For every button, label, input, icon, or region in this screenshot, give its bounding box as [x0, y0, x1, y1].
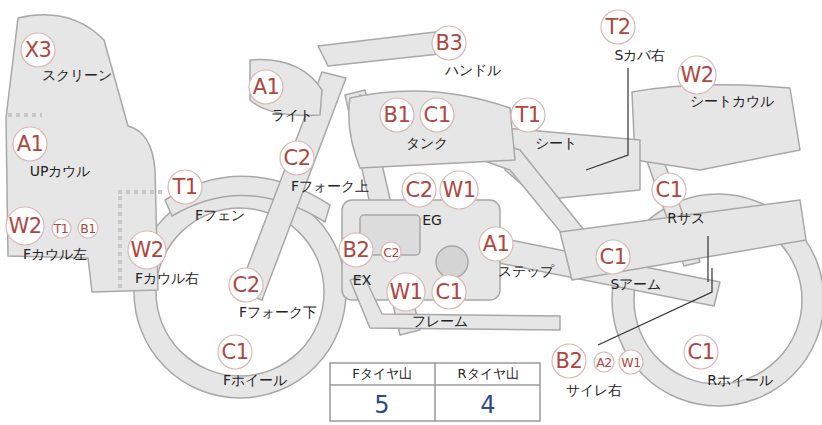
callout-circle: C2 — [228, 267, 264, 303]
callout-circle: A1 — [12, 126, 48, 162]
tire-table — [330, 363, 540, 421]
callout-circle: C1 — [217, 334, 253, 370]
callout-circle: C1 — [431, 274, 467, 310]
callout-number: B2 — [551, 343, 587, 379]
callout-circle: B1 — [379, 97, 415, 133]
callout-number: T2 — [600, 9, 636, 45]
part-name: Rホイール — [707, 372, 773, 390]
callout-number: C1 — [217, 334, 253, 370]
callout-number: C2 — [228, 267, 264, 303]
callout-circle: W1 — [386, 272, 426, 312]
part-name: Sアーム — [611, 276, 662, 294]
callout-circle: C2 — [401, 172, 437, 208]
part-name: スクリーン — [42, 67, 112, 85]
part-name: UPカウル — [30, 163, 91, 181]
part-name: シートカウル — [690, 93, 774, 111]
callout-circle: C1 — [419, 97, 455, 133]
callout-circle: W2 — [5, 206, 45, 246]
callout-number: B1 — [77, 217, 99, 239]
part-name: シート — [535, 135, 577, 153]
part-name: Rサス — [667, 210, 705, 228]
callout-circle: B2 — [338, 232, 374, 268]
callout-number: C2 — [279, 140, 315, 176]
part-name: ステップ — [498, 263, 554, 281]
callout-number: W2 — [127, 230, 167, 270]
part-name: ライト — [271, 107, 313, 125]
callout-number: C2 — [401, 172, 437, 208]
callout-circle: W1 — [618, 349, 644, 375]
callout-number: C1 — [595, 239, 631, 275]
callout-number: B2 — [338, 232, 374, 268]
callout-number: W1 — [386, 272, 426, 312]
part-name: Fカウル左 — [23, 246, 87, 264]
callout-circle: T2 — [600, 9, 636, 45]
table-cell: Fタイヤ山 — [352, 365, 411, 383]
callout-number: C1 — [431, 274, 467, 310]
callout-number: C1 — [419, 97, 455, 133]
callout-circle: T1 — [51, 218, 72, 239]
callout-number: W1 — [439, 170, 479, 210]
table-cell: 5 — [374, 391, 389, 419]
callout-circle: W2 — [677, 55, 717, 95]
callout-circle: C2 — [279, 140, 315, 176]
part-name: Fフォーク上 — [291, 178, 369, 196]
callout-circle: W1 — [439, 170, 479, 210]
callout-circle: T1 — [510, 97, 546, 133]
part-name: サイレ右 — [566, 382, 622, 400]
callout-circle: B3 — [431, 25, 467, 61]
part-name: Sカバ右 — [615, 47, 666, 65]
part-name: EG — [422, 212, 442, 228]
callout-number: A2 — [593, 351, 615, 373]
part-name: Fホイール — [223, 372, 287, 390]
callout-number: T1 — [510, 97, 546, 133]
part-name: Fカウル右 — [135, 270, 199, 288]
part-name: フレーム — [412, 313, 468, 331]
part-name: EX — [353, 272, 371, 288]
callout-number: A1 — [12, 126, 48, 162]
part-name: ハンドル — [445, 62, 501, 80]
callout-circle: A1 — [478, 226, 514, 262]
part-name: Fフォーク下 — [239, 304, 317, 322]
callout-circle: C1 — [683, 334, 719, 370]
callout-number: C2 — [380, 241, 402, 263]
callout-number: X3 — [20, 32, 56, 68]
callout-circle: W2 — [127, 230, 167, 270]
callout-circle: B1 — [77, 217, 99, 239]
table-cell: Rタイヤ山 — [457, 365, 518, 383]
callout-number: B1 — [379, 97, 415, 133]
callout-circle: C1 — [595, 239, 631, 275]
callout-number: C1 — [683, 334, 719, 370]
callout-number: W2 — [5, 206, 45, 246]
part-name: タンク — [406, 135, 448, 153]
callout-circle: X3 — [20, 32, 56, 68]
callout-number: W1 — [618, 349, 644, 375]
callout-circle: A1 — [248, 69, 284, 105]
part-name: Fフェン — [195, 207, 245, 225]
callout-circle: C1 — [651, 172, 687, 208]
callout-number: B3 — [431, 25, 467, 61]
callout-circle: C2 — [380, 241, 402, 263]
callout-number: T1 — [51, 218, 72, 239]
table-cell: 4 — [480, 391, 495, 419]
callout-number: C1 — [651, 172, 687, 208]
callout-circle: B2 — [551, 343, 587, 379]
callout-circle: A2 — [593, 351, 615, 373]
callout-number: A1 — [248, 69, 284, 105]
callout-number: T1 — [167, 169, 203, 205]
callout-number: W2 — [677, 55, 717, 95]
callout-circle: T1 — [167, 169, 203, 205]
callout-number: A1 — [478, 226, 514, 262]
